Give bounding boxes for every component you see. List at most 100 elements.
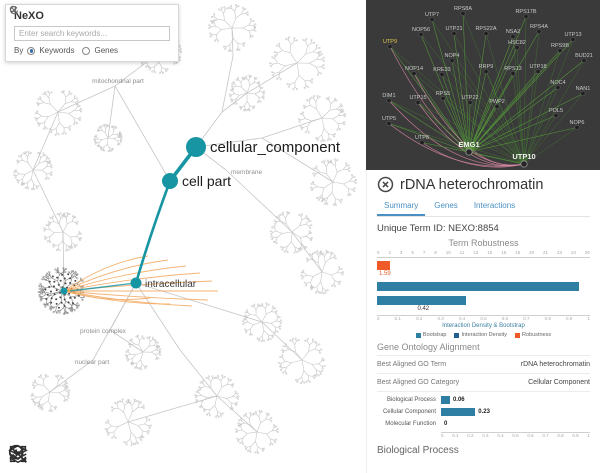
go-section-title: Gene Ontology Alignment [377, 342, 480, 352]
search-input[interactable] [19, 29, 165, 38]
legend-item: Robustness [515, 332, 551, 338]
gene-node[interactable] [440, 96, 446, 101]
gene-node[interactable] [460, 11, 466, 16]
double-chevron-button[interactable] [11, 443, 136, 467]
gene-node[interactable] [570, 37, 576, 42]
gene-node[interactable] [411, 71, 417, 76]
term-node[interactable] [186, 137, 206, 157]
gene-node[interactable] [514, 45, 520, 50]
gene-node[interactable] [386, 98, 392, 103]
bottom-axis-title: Interaction Density & Bootstrap [442, 323, 525, 329]
gene-node[interactable] [415, 100, 421, 105]
gene-node[interactable] [419, 140, 425, 145]
gene-label: PWP2 [489, 99, 505, 105]
layers-button[interactable] [8, 443, 171, 467]
hub-gene-node[interactable] [465, 148, 473, 156]
gene-label: NOC4 [550, 80, 565, 86]
gene-node[interactable] [580, 91, 586, 96]
gene-node[interactable] [510, 34, 516, 39]
genes-radio-label[interactable]: Genes [94, 46, 119, 55]
gene-label: BUD21 [575, 53, 593, 59]
term-node[interactable] [130, 277, 142, 289]
gene-node[interactable] [387, 44, 393, 49]
gene-node[interactable] [510, 71, 516, 76]
term-title: rDNA heterochromatin [400, 176, 544, 193]
gene-node[interactable] [523, 14, 529, 19]
gene-node[interactable] [574, 125, 580, 130]
by-label: By [14, 46, 24, 55]
gene-node[interactable] [483, 31, 489, 36]
gene-node[interactable] [386, 121, 392, 126]
go-term-value: rDNA heterochromatin [520, 361, 590, 368]
clear-icon[interactable] [9, 5, 19, 15]
gene-node[interactable] [555, 85, 561, 90]
gene-node[interactable] [467, 100, 473, 105]
gene-label: UTP21 [445, 26, 462, 32]
robustness-value: 1.59 [379, 270, 391, 277]
tree-toolbar [7, 443, 171, 467]
go-bar-label: Molecular Function [385, 421, 436, 427]
gene-node[interactable] [439, 72, 445, 77]
interaction-density-value: 0.42 [417, 305, 430, 312]
gene-node[interactable] [418, 32, 424, 37]
gene-label: POL5 [549, 108, 563, 114]
gene-label: RPS4A [530, 24, 548, 30]
gene-label: RPS17B [515, 9, 536, 15]
gene-node[interactable] [494, 104, 500, 109]
unique-term-id: Unique Term ID: NEXO:8854 [377, 223, 499, 234]
zoom-out-button[interactable] [8, 443, 66, 467]
close-icon[interactable] [377, 176, 394, 193]
gene-node[interactable] [449, 58, 455, 63]
term-node[interactable] [162, 173, 178, 189]
genes-radio[interactable] [82, 46, 91, 55]
gene-label: UTP15 [409, 95, 426, 101]
gene-label: UTP8 [415, 135, 429, 141]
gene-node[interactable] [429, 17, 435, 22]
term-node[interactable] [60, 287, 68, 295]
gene-node[interactable] [483, 69, 489, 74]
bp-section-title: Biological Process [377, 444, 459, 456]
gene-label: UTP5 [382, 116, 396, 122]
gene-label: UTP13 [564, 32, 581, 38]
gene-node[interactable] [535, 69, 541, 74]
gene-node[interactable] [536, 29, 542, 34]
tab-summary[interactable]: Summary [377, 198, 426, 216]
keywords-radio[interactable] [27, 46, 36, 55]
term-detail-panel: rDNA heterochromatin Summary Genes Inter… [366, 170, 600, 473]
legend-item: Bootstrap [415, 332, 446, 338]
tree-label: intracellular [145, 279, 197, 290]
tree-label: cellular_component [210, 139, 341, 156]
fit-to-screen-button[interactable] [9, 443, 101, 467]
detail-tabs: Summary Genes Interactions [377, 198, 590, 217]
gene-label: NAN1 [576, 86, 591, 92]
gene-label: NOP6 [570, 120, 585, 126]
keywords-radio-label[interactable]: Keywords [39, 46, 75, 55]
gene-label: UTP18 [529, 64, 546, 70]
gene-label: NOP4 [445, 53, 460, 59]
hub-gene-node[interactable] [520, 160, 528, 168]
ontology-tree-canvas[interactable]: mitochondrial partcellular_componentcell… [0, 0, 366, 473]
gene-label: RPS22A [475, 26, 496, 32]
gene-label: HSC82 [508, 40, 526, 46]
legend-swatch [415, 332, 421, 338]
gene-label: UTP7 [425, 12, 439, 18]
go-category-label: Best Aligned GO Category [377, 379, 460, 386]
go-bar-row: Biological Process 0.06 [377, 396, 590, 404]
gene-node[interactable] [451, 31, 457, 36]
go-term-label: Best Aligned GO Term [377, 361, 447, 368]
go-bar-label: Biological Process [386, 397, 436, 403]
gene-node[interactable] [581, 58, 587, 63]
gene-node[interactable] [553, 113, 559, 118]
gene-node[interactable] [557, 48, 563, 53]
gene-label: UTP22 [461, 95, 478, 101]
go-bar-value: 0.06 [452, 397, 465, 403]
gene-label: RPS8A [454, 6, 472, 12]
tab-interactions[interactable]: Interactions [473, 201, 516, 210]
tab-genes[interactable]: Genes [434, 201, 458, 210]
legend-swatch [454, 332, 460, 338]
